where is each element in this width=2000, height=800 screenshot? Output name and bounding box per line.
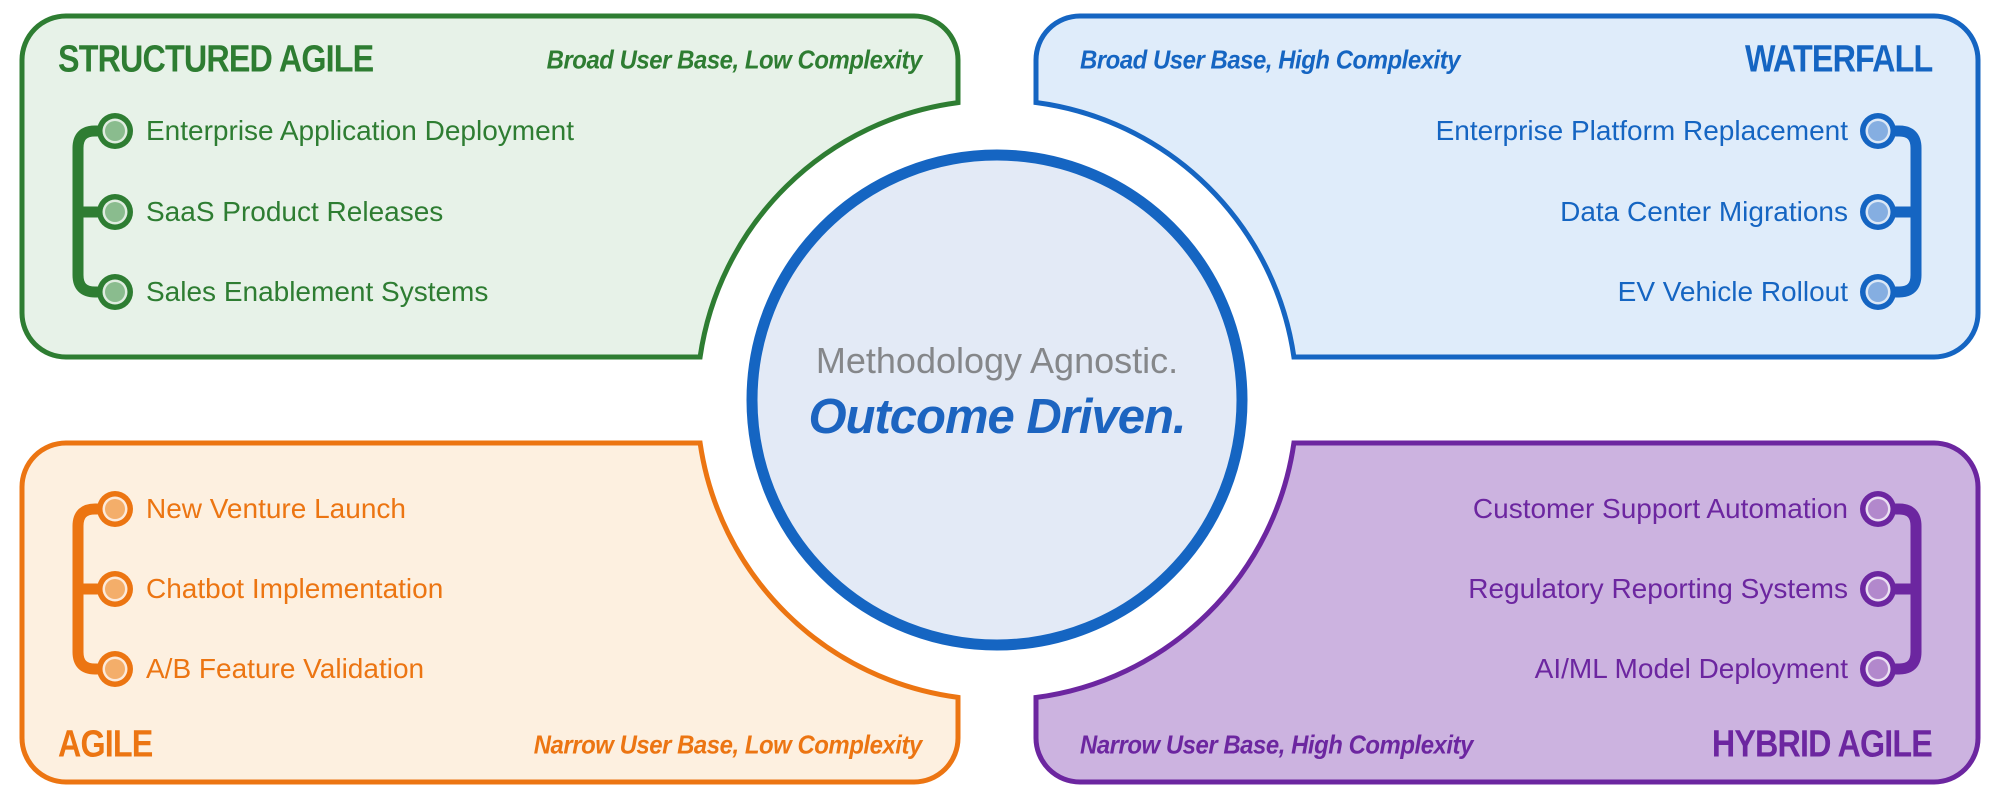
quadrant-title-agile: AGILE: [58, 723, 153, 766]
list-item: Regulatory Reporting Systems: [1468, 573, 1848, 604]
center-tagline-secondary: Methodology Agnostic.: [815, 340, 1179, 381]
list-item: Sales Enablement Systems: [146, 276, 489, 307]
panel-hybrid-agile: [1033, 440, 1981, 785]
quadrant-title-waterfall: WATERFALL: [1744, 38, 1933, 81]
quadrant-subtitle-waterfall: Broad User Base, High Complexity: [1080, 44, 1461, 75]
quadrant-title-hybrid-agile: HYBRID AGILE: [1711, 723, 1933, 766]
item-bullet-icon: [97, 113, 133, 149]
item-bullet-icon: [97, 571, 133, 607]
item-bullet-icon: [97, 194, 133, 230]
item-bullet-icon: [1860, 651, 1896, 687]
list-item: Enterprise Platform Replacement: [1435, 115, 1848, 146]
center-tagline-primary: Outcome Driven.: [808, 390, 1186, 444]
panel-agile: [19, 440, 961, 785]
quadrant-subtitle-hybrid-agile: Narrow User Base, High Complexity: [1080, 729, 1473, 760]
list-item: Chatbot Implementation: [146, 573, 444, 604]
list-item: Data Center Migrations: [1560, 196, 1848, 227]
panel-waterfall: [1033, 13, 1981, 360]
item-bullet-icon: [1860, 491, 1896, 527]
item-bullet-icon: [97, 651, 133, 687]
item-bullet-icon: [1860, 274, 1896, 310]
item-bullet-icon: [1860, 194, 1896, 230]
list-item: Customer Support Automation: [1472, 493, 1848, 524]
list-item: EV Vehicle Rollout: [1617, 276, 1848, 307]
item-bullet-icon: [1860, 113, 1896, 149]
list-item: New Venture Launch: [146, 493, 406, 524]
quadrant-subtitle-structured-agile: Broad User Base, Low Complexity: [546, 44, 923, 75]
item-bullet-icon: [1860, 571, 1896, 607]
center-circle: [746, 149, 1248, 651]
list-item: SaaS Product Releases: [146, 196, 444, 227]
item-bullet-icon: [97, 274, 133, 310]
list-item: Enterprise Application Deployment: [146, 115, 575, 146]
item-bullet-icon: [97, 491, 133, 527]
list-item: A/B Feature Validation: [146, 653, 425, 684]
panel-structured-agile: [19, 13, 961, 360]
quadrant-title-structured-agile: STRUCTURED AGILE: [58, 38, 374, 81]
quadrant-subtitle-agile: Narrow User Base, Low Complexity: [533, 729, 923, 760]
list-item: AI/ML Model Deployment: [1534, 653, 1848, 684]
